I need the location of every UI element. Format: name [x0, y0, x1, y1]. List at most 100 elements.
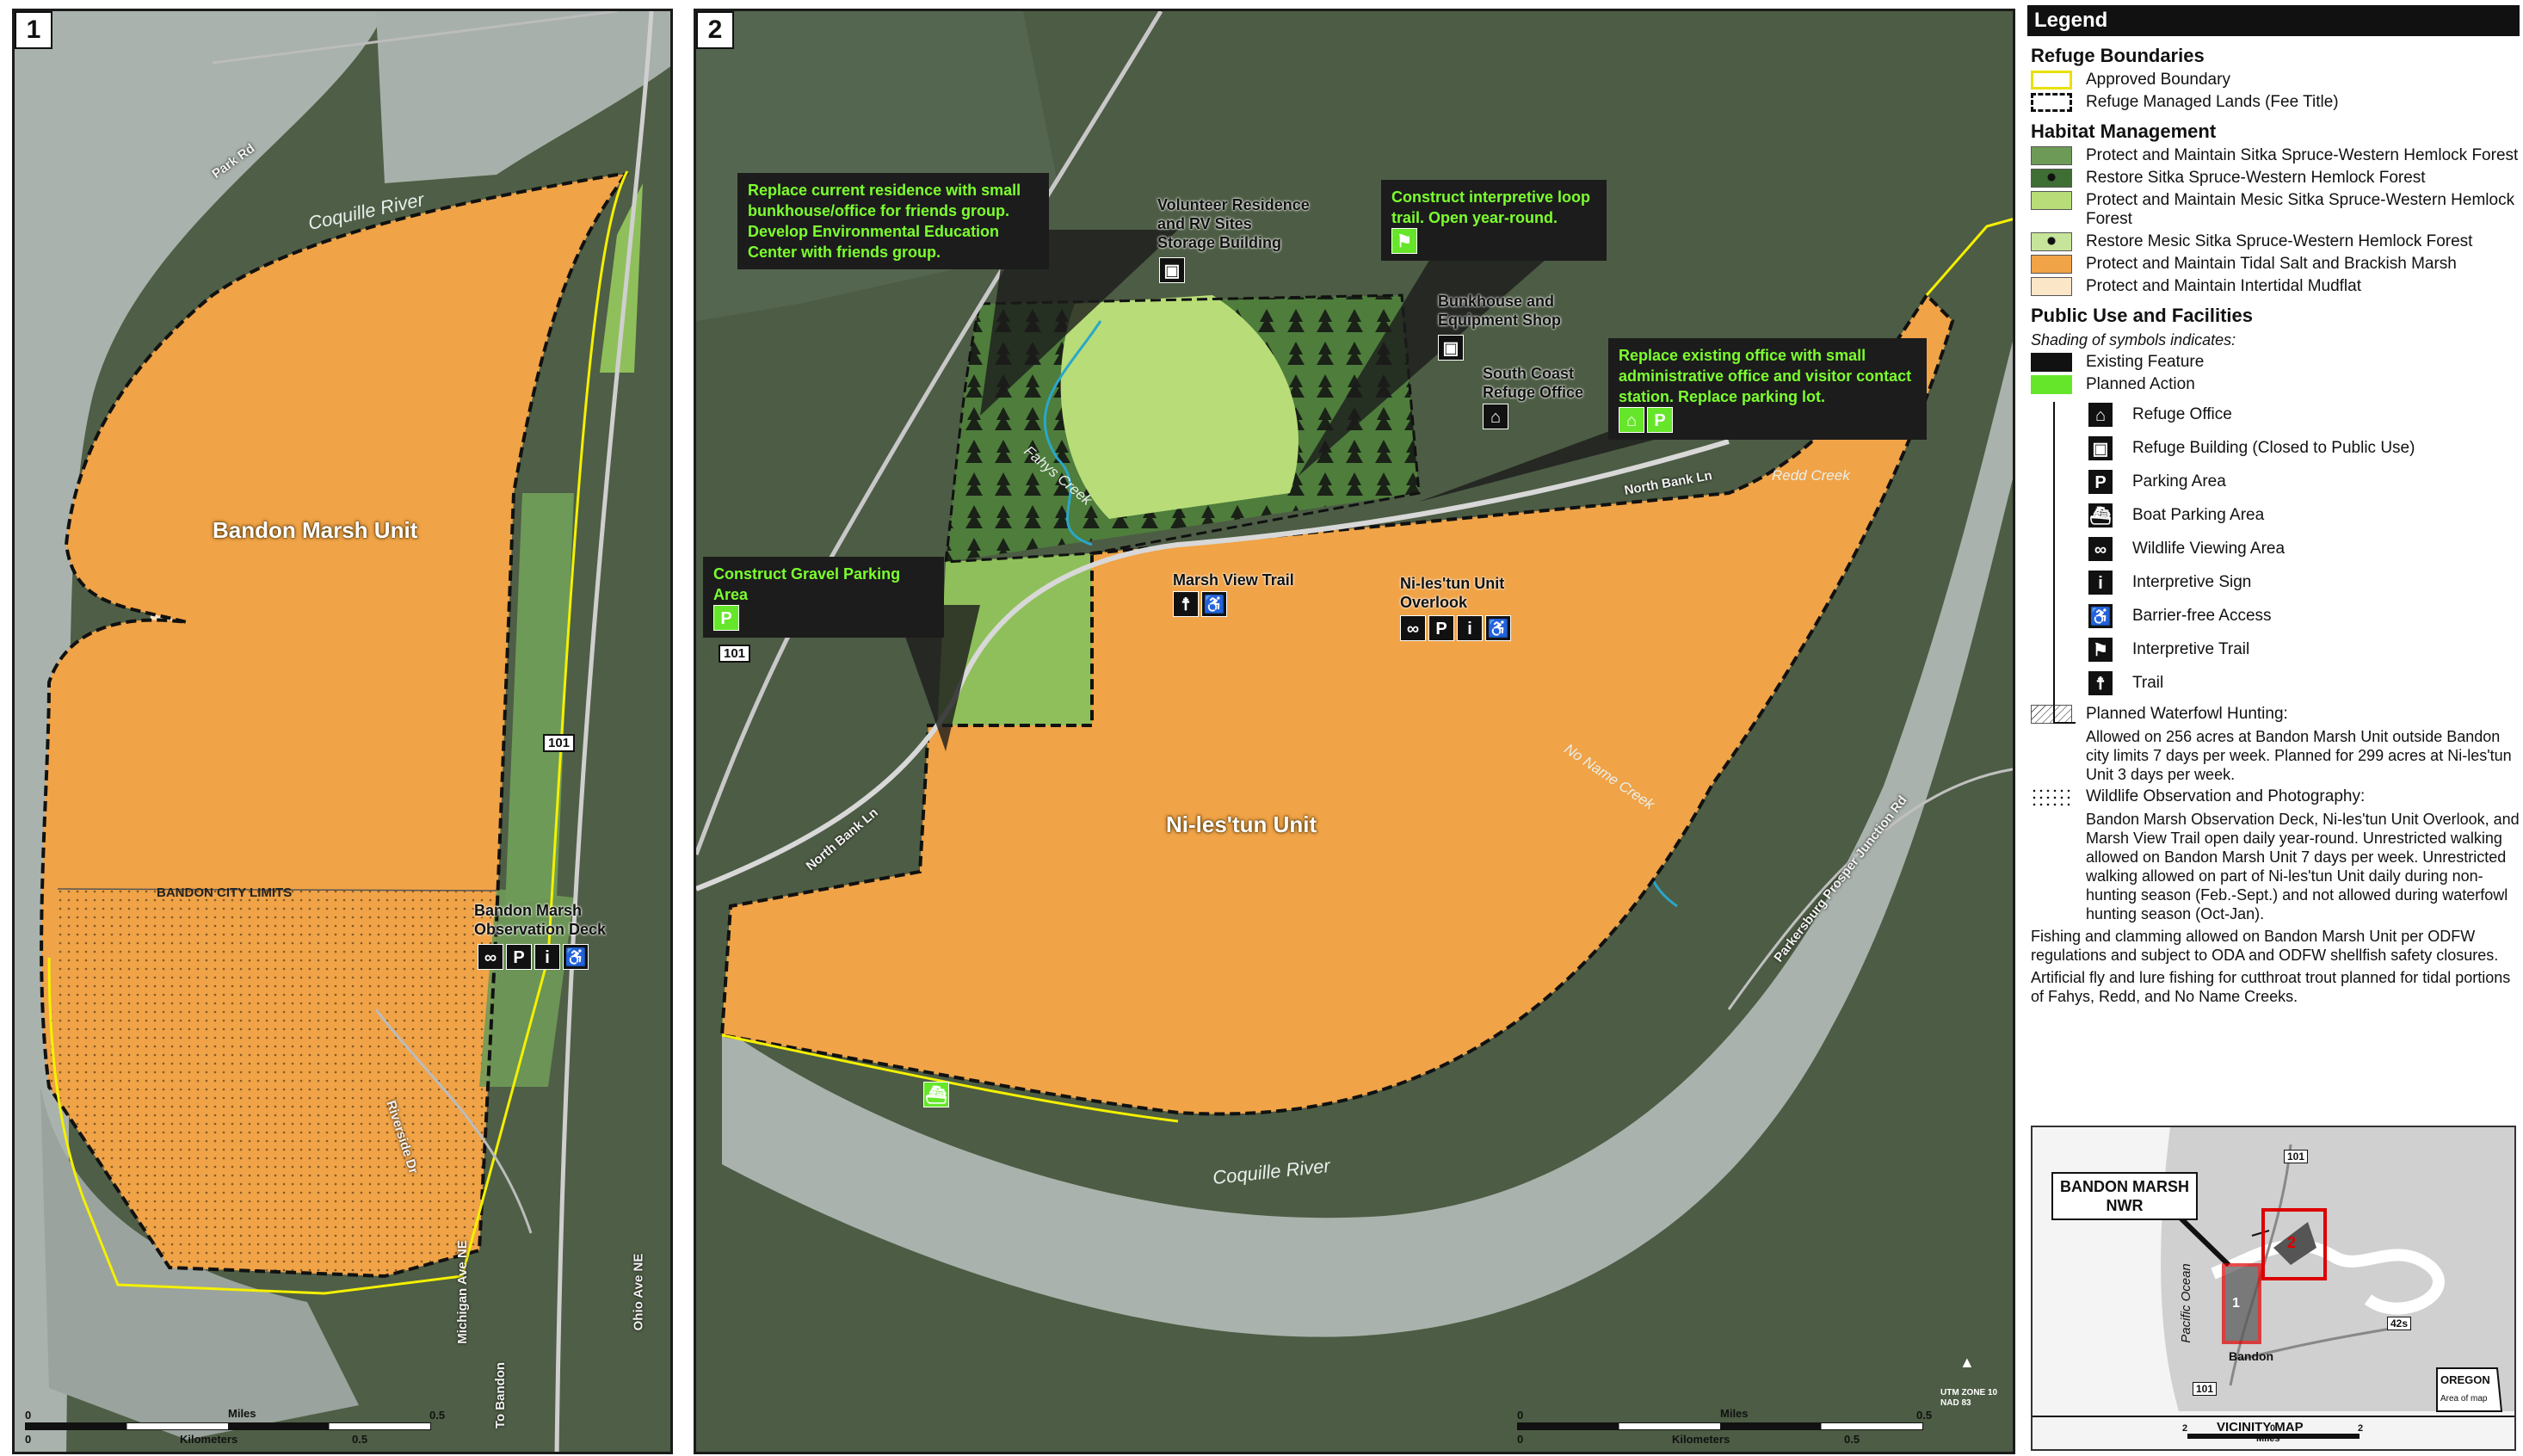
vicinity-scale-2a: 2	[2182, 1423, 2188, 1434]
habitat-list: Protect and Maintain Sitka Spruce-Wester…	[2027, 146, 2520, 296]
redd-creek-label: Redd Creek	[1772, 467, 1850, 484]
highway-101-road	[696, 11, 1163, 855]
north-arrow-icon: ▲	[1959, 1354, 1975, 1371]
parking-icon: P	[1428, 615, 1454, 641]
wheelchair-icon: ♿	[1201, 591, 1227, 617]
legend-label: Wildlife Viewing Area	[2132, 540, 2286, 558]
river-water-upper	[376, 11, 670, 183]
overlook-label: Ni-les'tun Unit Overlook	[1400, 575, 1505, 611]
vicinity-box-1	[2222, 1263, 2261, 1344]
facility-list-wrap: ⌂Refuge Office▣Refuge Building (Closed t…	[2027, 402, 2520, 724]
city-limits-label: BANDON CITY LIMITS	[157, 885, 293, 900]
vicinity-scale-miles: Miles	[2256, 1434, 2280, 1444]
scale-m0: 0	[25, 1409, 32, 1422]
callout-loop-trail: Construct interpretive loop trail. Open …	[1381, 180, 1607, 261]
vicinity-scale-0: 0	[2270, 1423, 2276, 1434]
legend-facility-row: ⚑ Interpretive Trail	[2088, 637, 2520, 663]
nilestun-unit-label: Ni-les'tun Unit	[1166, 811, 1317, 837]
building-icon: ▣	[1159, 257, 1185, 283]
us101-shield: 101	[543, 734, 576, 752]
binoculars-icon: ∞	[2088, 536, 2113, 562]
office-icon: ⌂	[1483, 404, 1508, 429]
legend-habitat-row: Restore Sitka Spruce-Western Hemlock For…	[2031, 169, 2520, 188]
legend-label: Refuge Building (Closed to Public Use)	[2132, 439, 2415, 457]
legend-label: Protect and Maintain Mesic Sitka Spruce-…	[2086, 191, 2515, 228]
map1-number: 1	[15, 11, 52, 49]
legend-label: Trail	[2132, 674, 2164, 692]
office-icon: ⌂	[1619, 407, 1644, 433]
sign-icon: i	[2088, 570, 2113, 595]
parking-icon: P	[2088, 469, 2113, 495]
highway-101	[554, 11, 654, 1452]
building-icon: ▣	[1438, 335, 1464, 361]
legend-title: Legend	[2027, 5, 2520, 36]
callout-gravel-text: Construct Gravel Parking Area	[713, 565, 901, 603]
scale-m05: 0.5	[1916, 1409, 1933, 1422]
vicinity-bandon-label: Bandon	[2229, 1349, 2274, 1363]
legend-fee-title: Refuge Managed Lands (Fee Title)	[2031, 93, 2520, 112]
wheelchair-icon: ♿	[2088, 603, 2113, 629]
approved-boundary-swatch	[2031, 71, 2072, 89]
us101-shield: 101	[719, 645, 751, 663]
interpretive-trail-icon: ⚑	[1391, 228, 1417, 254]
coquille-river-water	[722, 341, 2013, 1337]
vicinity-river	[2211, 1239, 2445, 1315]
vicinity-scale-2b: 2	[2358, 1423, 2364, 1434]
legend-label: Interpretive Sign	[2132, 573, 2252, 591]
legend-planned: Planned Action	[2031, 375, 2520, 394]
habitat-heading: Habitat Management	[2031, 120, 2217, 142]
boat-icon: ⛴	[2088, 503, 2113, 528]
habitat-swatch	[2031, 191, 2072, 210]
scale-k05: 0.5	[352, 1433, 368, 1446]
observation-dots	[49, 889, 497, 1276]
oregon-inset	[2436, 1367, 2503, 1412]
legend-label: Interpretive Trail	[2132, 640, 2250, 658]
vicinity-box2-label: 2	[2287, 1234, 2297, 1251]
legend-label: Restore Sitka Spruce-Western Hemlock For…	[2086, 169, 2426, 187]
boat-parking-icon-wrap: ⛴	[923, 1082, 952, 1107]
scale-miles-label: Miles	[228, 1407, 256, 1420]
north-bank-lane	[696, 439, 1730, 891]
scale-m05: 0.5	[429, 1409, 446, 1422]
callout-loop-text: Construct interpretive loop trail. Open …	[1391, 188, 1591, 226]
boat-icon: ⛴	[923, 1082, 949, 1107]
observation-deck-label: Bandon Marsh Observation Deck	[474, 902, 607, 938]
legend-hunting: Planned Waterfowl Hunting:	[2031, 705, 2520, 724]
legend-facility-row: ∞ Wildlife Viewing Area	[2088, 536, 2520, 562]
legend-facility-row: ☨Trail	[2088, 670, 2520, 696]
volunteer-residence-label: Volunteer Residence and RV Sites Storage…	[1157, 196, 1310, 251]
vicinity-title: VICINITY MAP	[2217, 1420, 2304, 1434]
vicinity-hwy101a: 101	[2284, 1150, 2309, 1163]
boundaries-heading: Refuge Boundaries	[2031, 45, 2205, 66]
scale-m0: 0	[1517, 1409, 1524, 1422]
legend-label: Approved Boundary	[2086, 71, 2230, 89]
mesic-forest-west	[937, 553, 1092, 734]
public-use-heading: Public Use and Facilities	[2031, 305, 2253, 326]
habitat-swatch	[2031, 277, 2072, 296]
bunkhouse-icon-wrap: ▣	[1438, 335, 1466, 361]
legend-label: Barrier-free Access	[2132, 607, 2272, 625]
binoculars-icon: ∞	[1400, 615, 1426, 641]
scale-miles-label: Miles	[1720, 1407, 1749, 1420]
legend-facility-row: ⛴Boat Parking Area	[2088, 503, 2520, 528]
vicinity-hwy42s: 42s	[2387, 1317, 2412, 1330]
legend-label: Refuge Office	[2132, 405, 2232, 423]
map-panel-2[interactable]: 2 Ni-les'tun Unit Coquille River Fahys C…	[694, 9, 2015, 1454]
legend-facility-row: ▣Refuge Building (Closed to Public Use)	[2088, 435, 2520, 461]
habitat-swatch	[2031, 232, 2072, 251]
vicinity-nwr-label: BANDON MARSH NWR	[2051, 1172, 2198, 1220]
wheelchair-icon: ♿	[1485, 615, 1511, 641]
map-panel-1[interactable]: 1 Bandon Marsh Unit Coquille River BANDO…	[12, 9, 673, 1454]
interpretive-trail-icon: ⚑	[2088, 637, 2113, 663]
parking-icon: P	[506, 944, 532, 970]
pointer-residence	[980, 230, 1178, 416]
map2-number: 2	[696, 11, 734, 49]
legend-wildlife: Wildlife Observation and Photography:	[2031, 787, 2520, 806]
legend-label: Protect and Maintain Sitka Spruce-Wester…	[2086, 146, 2519, 164]
fee-title-boundary	[40, 173, 629, 1279]
legend-label: Protect and Maintain Intertidal Mudflat	[2086, 277, 2362, 295]
vicinity-box1-label: 1	[2232, 1296, 2240, 1311]
fee-title-swatch	[2031, 93, 2072, 112]
